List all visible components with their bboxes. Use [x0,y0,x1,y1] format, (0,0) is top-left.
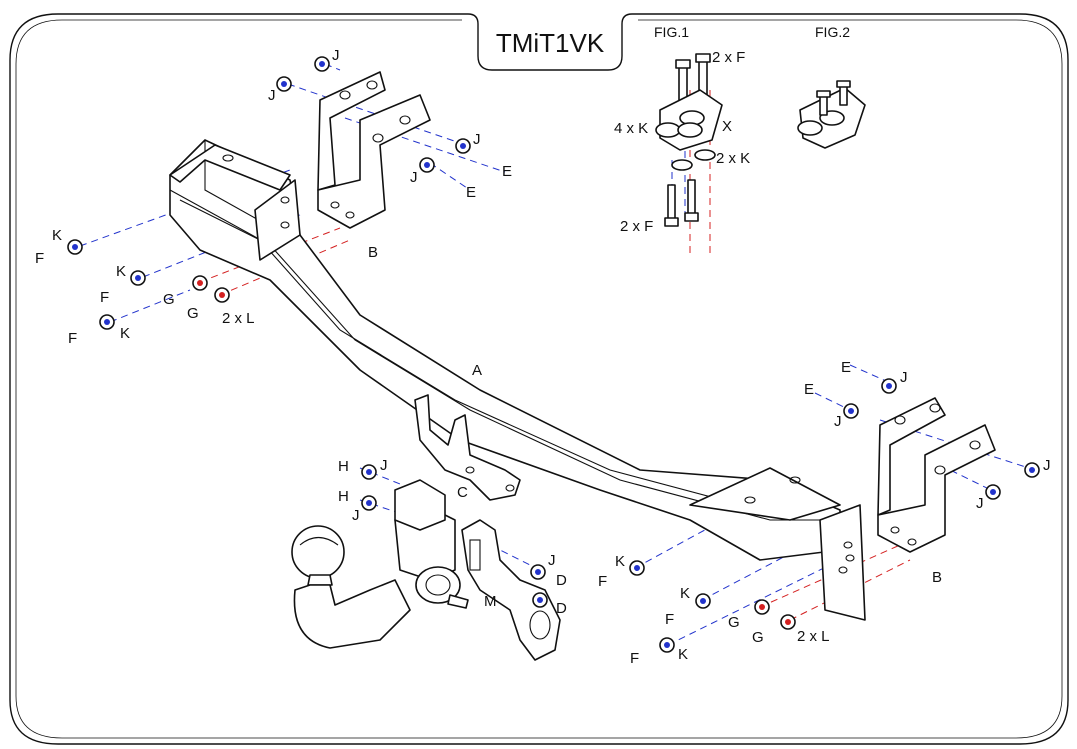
label-f4: F [598,573,607,590]
label-fig1-2xf-bottom: 2 x F [620,218,653,235]
label-c: C [457,484,468,501]
label-j6: J [834,413,842,430]
washer-blue [532,592,548,608]
label-k3: K [120,325,130,342]
washer-blue [455,138,471,154]
label-fig1-2xf-top: 2 x F [712,49,745,66]
label-k5: K [680,585,690,602]
left-side-plate [254,179,301,261]
washer-red [754,599,770,615]
washer-blue [314,56,330,72]
label-j4: J [410,169,418,186]
washer-blue [530,564,546,580]
label-f1: F [35,250,44,267]
label-f2: F [100,289,109,306]
washer-blue [629,560,645,576]
label-g4: G [752,629,764,646]
tow-ball-neck [291,479,469,649]
label-g2: G [187,305,199,322]
drawing-frame-inner [15,19,1063,739]
label-b-right: B [932,569,942,586]
washer-blue [361,464,377,480]
washer-blue [843,403,859,419]
label-g3: G [728,614,740,631]
washer-red [780,614,796,630]
label-k2: K [116,263,126,280]
washer-blue [67,239,83,255]
label-h2: H [338,488,349,505]
label-a: A [472,362,482,379]
label-b-left: B [368,244,378,261]
label-j3: J [473,131,481,148]
fig1-label: FIG.1 [654,24,689,40]
label-l-right: 2 x L [797,628,830,645]
label-j8: J [976,495,984,512]
label-e4: E [804,381,814,398]
washer-blue [99,314,115,330]
label-d2: D [556,600,567,617]
washer-blue [985,484,1001,500]
washers [67,56,1040,653]
washer-blue [659,637,675,653]
socket-plate-m [461,519,561,661]
label-k6: K [678,646,688,663]
label-e1: E [502,163,512,180]
bracket-b-left [317,71,431,229]
label-j1: J [332,47,340,64]
label-j7: J [1043,457,1051,474]
label-e3: E [841,359,851,376]
label-g1: G [163,291,175,308]
label-j10: J [352,507,360,524]
fig2-label: FIG.2 [815,24,850,40]
label-f3: F [68,330,77,347]
bracket-b-right [877,397,996,553]
washer-blue [361,495,377,511]
diagram-title: TMiT1VK [496,28,605,58]
washer-red [214,287,230,303]
label-j2: J [268,87,276,104]
label-j9: J [380,457,388,474]
washer-blue [1024,462,1040,478]
label-d1: D [556,572,567,589]
washer-blue [419,157,435,173]
washer-blue [881,378,897,394]
label-fig1-2xk: 2 x K [716,150,750,167]
washer-blue [276,76,292,92]
fig1-mount-detail [655,53,723,227]
label-j5: J [900,369,908,386]
label-x: X [722,118,732,135]
label-l-left: 2 x L [222,310,255,327]
label-f6: F [630,650,639,667]
part-labels: A B B C D D M X E E E E J J J J J J J J … [35,47,1051,667]
label-k4: K [615,553,625,570]
fig2-mount-detail [797,80,866,149]
label-j11: J [548,552,556,569]
label-h1: H [338,458,349,475]
right-side-plate [819,504,866,621]
label-fig1-4xk: 4 x K [614,120,648,137]
label-m: M [484,593,497,610]
washer-blue [130,270,146,286]
label-e2: E [466,184,476,201]
label-f5: F [665,611,674,628]
centre-bracket-c [414,394,521,501]
label-k1: K [52,227,62,244]
washer-red [192,275,208,291]
drawing-frame [9,13,1069,745]
washer-blue [695,593,711,609]
